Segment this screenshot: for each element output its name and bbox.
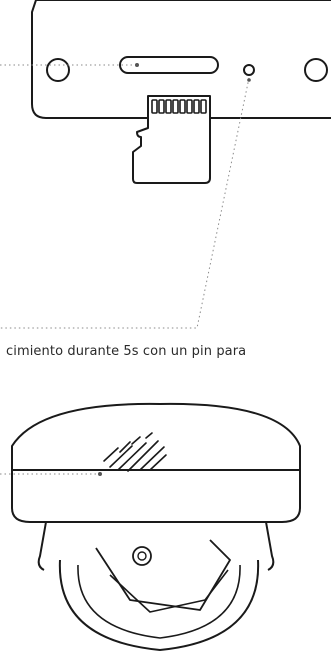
microsd-card-icon (132, 95, 211, 184)
right-mount-hole (304, 58, 328, 82)
speaker-leader-dot (98, 472, 102, 476)
lens-inner (137, 551, 147, 561)
camera-dome (58, 559, 260, 651)
reset-leader-dot (247, 78, 251, 82)
sd-slot (119, 56, 219, 74)
slot-leader-dot (135, 63, 139, 67)
card-slot-panel (31, 0, 331, 119)
speaker-grille-icon (103, 432, 167, 472)
lens-housing (95, 539, 231, 611)
camera-lens (132, 546, 152, 566)
reset-pinhole-icon (243, 64, 255, 76)
dome-camera (11, 402, 301, 651)
leader-lines-top (0, 64, 250, 329)
camera-dome-inner (77, 564, 241, 639)
lens-body (109, 569, 229, 613)
sd-contacts (151, 99, 207, 114)
camera-collar (37, 521, 275, 571)
camera-cap (11, 402, 301, 470)
left-mount-hole (46, 58, 70, 82)
reset-instruction-text: cimiento durante 5s con un pin para (6, 344, 247, 359)
camera-base-ring (11, 469, 301, 523)
panel-outline (31, 0, 331, 119)
